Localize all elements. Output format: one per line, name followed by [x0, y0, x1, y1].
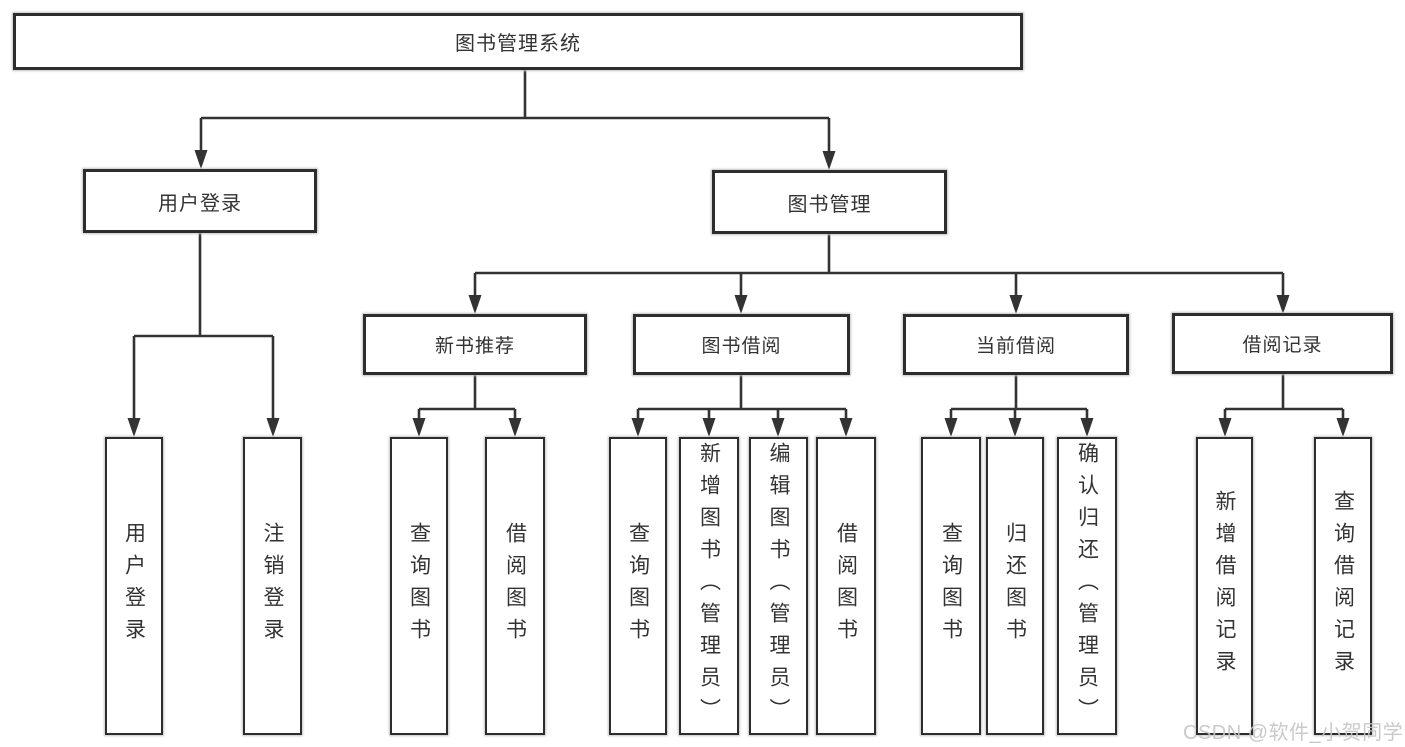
arrowhead-icons [127, 150, 1350, 437]
node-library-system: 图书管理系统 [13, 13, 1023, 70]
leaf-label: 查询图书 [626, 522, 650, 650]
leaf-label: 查询图书 [407, 522, 431, 650]
leaf-label: 归还图书 [1003, 522, 1027, 650]
node-label: 图书管理 [787, 193, 872, 216]
arrow-down-icon [702, 418, 716, 437]
connector-newbook-children [417, 375, 517, 430]
leaf-label: 新增借阅记录 [1213, 490, 1237, 682]
arrow-down-icon [1218, 418, 1232, 437]
leaf-label: 用户登录 [122, 522, 146, 650]
node-new-book-recommend: 新书推荐 [363, 314, 587, 375]
node-current-borrowing: 当前借阅 [903, 314, 1129, 375]
leaf-borrow-books: 借阅图书 [485, 437, 545, 735]
leaf-label: 编辑图书（管理员） [767, 442, 791, 730]
arrow-down-icon [734, 295, 748, 314]
arrow-down-icon [1009, 295, 1023, 314]
leaf-logout: 注销登录 [243, 437, 302, 735]
leaf-label: 查询借阅记录 [1331, 490, 1355, 682]
node-borrowing-records: 借阅记录 [1172, 313, 1393, 374]
leaf-borrow-books: 借阅图书 [816, 437, 876, 735]
node-label: 借阅记录 [1242, 335, 1323, 356]
node-user-login: 用户登录 [83, 169, 317, 233]
arrow-down-icon [1336, 418, 1350, 437]
arrow-down-icon [194, 150, 208, 169]
leaf-query-borrow-record: 查询借阅记录 [1314, 437, 1372, 735]
arrow-down-icon [771, 418, 785, 437]
arrow-down-icon [508, 418, 522, 437]
arrow-down-icon [1276, 295, 1290, 314]
leaf-add-borrow-record: 新增借阅记录 [1196, 437, 1253, 735]
arrow-down-icon [1008, 418, 1022, 437]
node-label: 图书借阅 [701, 336, 782, 357]
connector-book-mgmt-sections [473, 234, 1285, 307]
connector-borrow-children [636, 375, 848, 430]
leaf-label: 注销登录 [261, 522, 285, 650]
leaf-label: 借阅图书 [834, 522, 858, 650]
leaf-query-books: 查询图书 [921, 437, 981, 735]
leaf-return-books: 归还图书 [986, 437, 1044, 735]
arrow-down-icon [631, 418, 645, 437]
arrow-down-icon [266, 418, 280, 437]
node-label: 当前借阅 [975, 336, 1056, 357]
arrow-down-icon [839, 418, 853, 437]
arrow-down-icon [468, 295, 482, 314]
leaf-confirm-return-admin: 确认归还（管理员） [1057, 437, 1117, 735]
arrow-down-icon [1080, 418, 1094, 437]
node-label: 用户登录 [158, 192, 242, 215]
leaf-edit-books-admin: 编辑图书（管理员） [749, 437, 808, 735]
connector-records-children [1223, 374, 1345, 430]
leaf-query-books: 查询图书 [609, 437, 667, 735]
leaf-label: 借阅图书 [503, 522, 527, 650]
leaf-query-books: 查询图书 [390, 437, 448, 735]
node-label: 新书推荐 [434, 336, 515, 357]
connector-user-login-children [132, 233, 275, 430]
leaf-label: 查询图书 [939, 522, 963, 650]
leaf-add-books-admin: 新增图书（管理员） [679, 437, 739, 735]
csdn-watermark: CSDN @软件_小贺同学 [1183, 722, 1404, 744]
leaf-label: 确认归还（管理员） [1075, 442, 1099, 730]
arrow-down-icon [822, 151, 836, 170]
arrow-down-icon [944, 418, 958, 437]
node-label: 图书管理系统 [455, 33, 581, 55]
node-book-management: 图书管理 [712, 170, 947, 234]
leaf-label: 新增图书（管理员） [697, 442, 721, 730]
leaf-user-login: 用户登录 [105, 437, 163, 735]
node-book-borrowing: 图书借阅 [633, 314, 850, 375]
connector-root-to-level2 [199, 70, 831, 163]
arrow-down-icon [127, 418, 141, 437]
arrow-down-icon [412, 418, 426, 437]
